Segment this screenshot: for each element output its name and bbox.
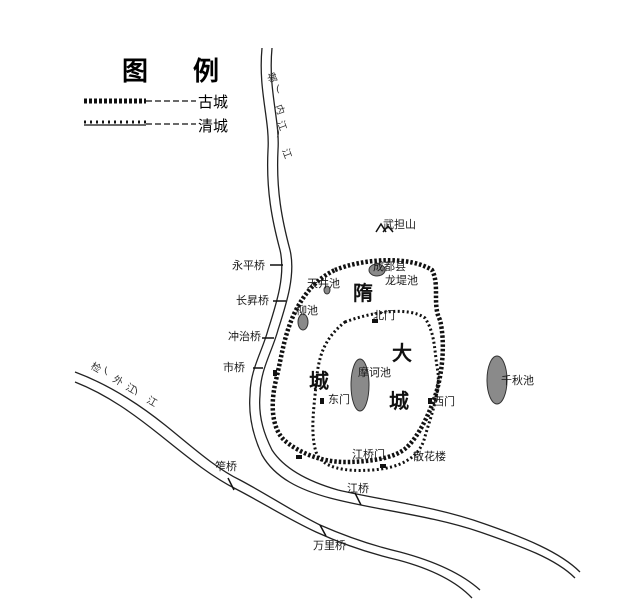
svg-text:江: 江 xyxy=(274,119,289,133)
svg-text:武担山: 武担山 xyxy=(383,217,416,231)
svg-text:检: 检 xyxy=(89,359,104,375)
label-ze-bridge: 笮桥 xyxy=(215,459,237,473)
legend: 图 例 古城 清城 xyxy=(84,57,237,135)
svg-text:(: ( xyxy=(276,84,280,95)
ponds xyxy=(297,263,508,412)
svg-text:): ) xyxy=(134,386,138,397)
label-chongzhi-bridge: 冲治桥 xyxy=(228,329,261,343)
label-wanli-bridge: 万里桥 xyxy=(313,539,346,552)
label-tianjing-pond: 天井池 xyxy=(307,276,340,290)
north-river-label: 郫 ( 内 江 ) 江 xyxy=(264,71,294,161)
north-river xyxy=(249,47,581,579)
bridge-marks xyxy=(227,264,362,537)
svg-text:外: 外 xyxy=(111,373,126,388)
label-east-gate: 东门 xyxy=(328,392,350,406)
west-river xyxy=(74,371,481,599)
svg-text:): ) xyxy=(276,128,280,139)
legend-ancient-city-label: 古城 xyxy=(198,93,228,111)
gate-markers xyxy=(273,319,432,468)
mohe-pond xyxy=(350,358,370,412)
west-river-label: 检 ( 外 江 ) 江 xyxy=(89,359,160,409)
label-yongping-bridge: 永平桥 xyxy=(232,258,265,272)
label-jiangqiao-gate: 江桥门 xyxy=(352,447,385,461)
label-liu-pond: 柳池 xyxy=(296,303,318,317)
label-jiang-bridge: 江桥 xyxy=(347,482,369,495)
label-shi-bridge: 市桥 xyxy=(223,360,245,374)
label-chengdu-county: 成都县 xyxy=(373,260,406,273)
svg-text:江: 江 xyxy=(279,147,294,161)
city-name-sui: 隋 xyxy=(353,281,373,305)
svg-text:(: ( xyxy=(104,366,108,377)
label-mohe-pond: 摩诃池 xyxy=(358,365,391,379)
label-changsheng-bridge: 长昇桥 xyxy=(236,294,269,307)
city-name-da: 大 xyxy=(392,341,412,365)
svg-text:郫: 郫 xyxy=(264,71,280,85)
label-longti-pond: 龙堤池 xyxy=(385,274,418,287)
legend-title: 图 例 xyxy=(122,57,237,87)
label-sanhua-tower: 散花楼 xyxy=(413,449,446,463)
wudan-mountain: 武担山 xyxy=(375,217,416,233)
label-qianqiu-pond: 千秋池 xyxy=(501,373,534,387)
svg-text:江: 江 xyxy=(145,394,160,409)
longti-pond xyxy=(368,263,386,277)
sui-city-wall xyxy=(270,258,446,465)
label-north-gate: 北门 xyxy=(373,308,395,322)
svg-text:内: 内 xyxy=(272,103,288,117)
liu-pond xyxy=(297,313,309,331)
legend-qing-city-symbol xyxy=(84,120,196,126)
qing-city-wall xyxy=(311,309,440,472)
tianjing-pond xyxy=(323,285,331,295)
legend-qing-city-label: 清城 xyxy=(198,117,228,135)
city-name-cheng-right: 城 xyxy=(389,389,409,413)
label-west-gate: 西门 xyxy=(433,394,455,408)
qianqiu-pond xyxy=(486,355,508,405)
city-name-cheng-left: 城 xyxy=(309,369,329,393)
